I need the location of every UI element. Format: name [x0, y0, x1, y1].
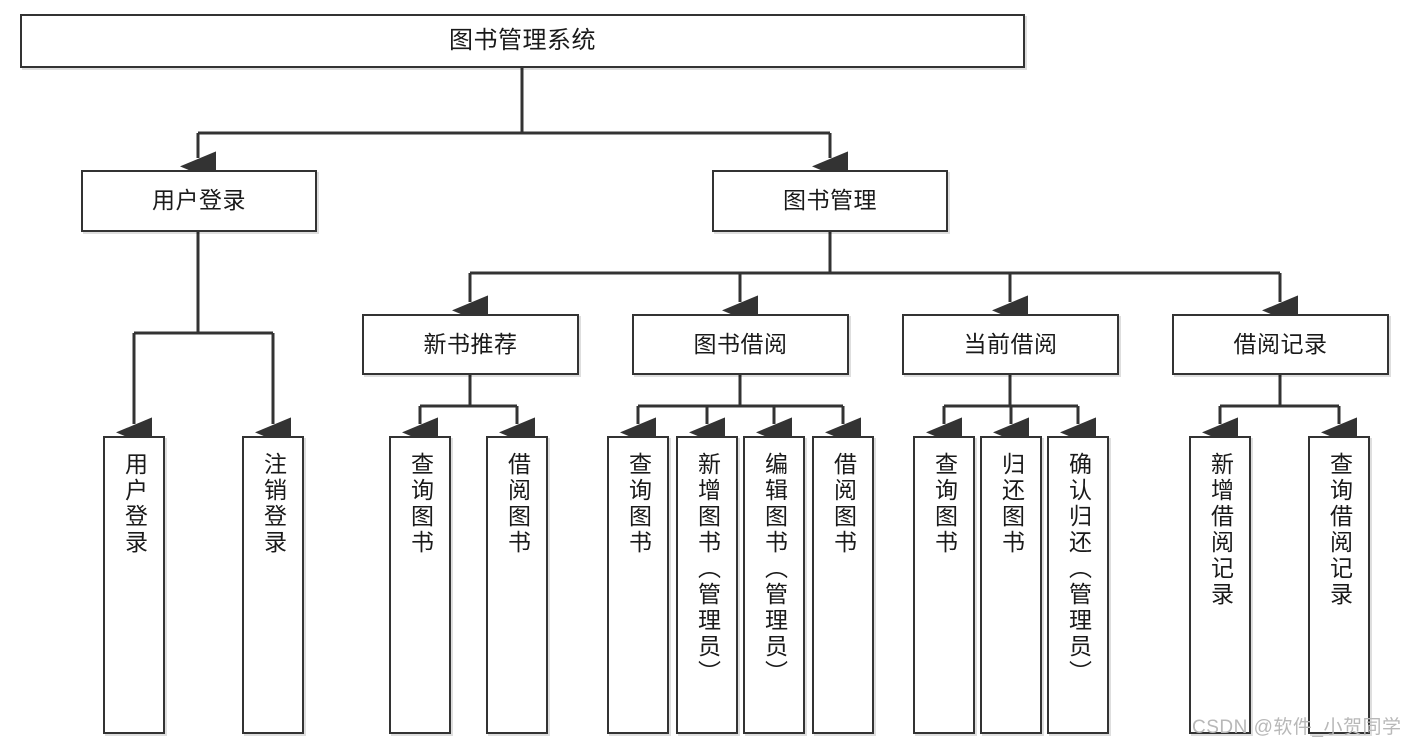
node-leaf-query-record[interactable]: 查询借阅记录	[1308, 436, 1370, 734]
node-leaf-add-record-label: 新增借阅记录	[1207, 452, 1234, 608]
node-leaf-confirm-return-label: 确认归还（管理员）	[1065, 452, 1092, 686]
node-leaf-borrow-book-1-label: 借阅图书	[504, 452, 531, 556]
node-book-borrow[interactable]: 图书借阅	[632, 314, 849, 375]
node-leaf-user-login[interactable]: 用户登录	[103, 436, 165, 734]
node-leaf-add-book-label: 新增图书（管理员）	[694, 452, 721, 686]
node-leaf-query-book-2-label: 查询图书	[625, 452, 652, 556]
node-root[interactable]: 图书管理系统	[20, 14, 1025, 68]
node-book-manage-label: 图书管理	[783, 187, 877, 214]
node-leaf-add-record[interactable]: 新增借阅记录	[1189, 436, 1251, 734]
node-leaf-confirm-return[interactable]: 确认归还（管理员）	[1047, 436, 1109, 734]
node-leaf-add-book[interactable]: 新增图书（管理员）	[676, 436, 738, 734]
node-leaf-query-record-label: 查询借阅记录	[1326, 452, 1353, 608]
node-book-borrow-label: 图书借阅	[693, 330, 788, 357]
node-leaf-edit-book-label: 编辑图书（管理员）	[761, 452, 788, 686]
node-book-manage[interactable]: 图书管理	[712, 170, 948, 232]
node-user-login[interactable]: 用户登录	[81, 170, 317, 232]
node-leaf-query-book-2[interactable]: 查询图书	[607, 436, 669, 734]
node-leaf-query-book-1-label: 查询图书	[407, 452, 434, 556]
node-leaf-query-book-3[interactable]: 查询图书	[913, 436, 975, 734]
node-leaf-return-book[interactable]: 归还图书	[980, 436, 1042, 734]
node-new-book-recommend-label: 新书推荐	[423, 330, 518, 357]
node-new-book-recommend[interactable]: 新书推荐	[362, 314, 579, 375]
node-current-borrow[interactable]: 当前借阅	[902, 314, 1119, 375]
node-leaf-user-login-label: 用户登录	[121, 452, 148, 556]
node-current-borrow-label: 当前借阅	[963, 330, 1058, 357]
node-user-login-label: 用户登录	[152, 187, 246, 214]
node-leaf-borrow-book-2[interactable]: 借阅图书	[812, 436, 874, 734]
node-leaf-logout[interactable]: 注销登录	[242, 436, 304, 734]
node-leaf-borrow-book-1[interactable]: 借阅图书	[486, 436, 548, 734]
node-leaf-query-book-3-label: 查询图书	[931, 452, 958, 556]
node-leaf-logout-label: 注销登录	[260, 452, 287, 556]
node-borrow-record[interactable]: 借阅记录	[1172, 314, 1389, 375]
node-root-label: 图书管理系统	[449, 26, 596, 54]
node-leaf-edit-book[interactable]: 编辑图书（管理员）	[743, 436, 805, 734]
csdn-watermark: CSDN @软件_小贺同学	[1192, 717, 1402, 738]
node-leaf-query-book-1[interactable]: 查询图书	[389, 436, 451, 734]
node-borrow-record-label: 借阅记录	[1233, 330, 1328, 357]
node-leaf-return-book-label: 归还图书	[998, 452, 1025, 556]
node-leaf-borrow-book-2-label: 借阅图书	[830, 452, 857, 556]
